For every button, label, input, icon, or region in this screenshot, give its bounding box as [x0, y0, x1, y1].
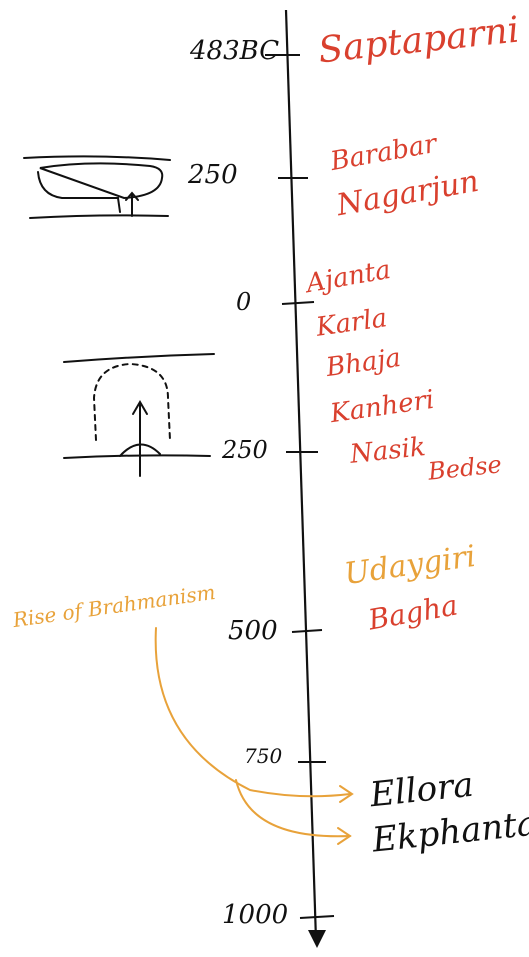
tick-label-750: 750 — [244, 744, 283, 768]
timeline-arrowhead — [308, 930, 326, 948]
tick-mark-500 — [291, 629, 323, 633]
tick-label-250bc: 250 — [188, 160, 238, 190]
tick-label-500: 500 — [228, 616, 278, 646]
tick-label-483bc: 483BC — [190, 36, 280, 66]
timeline-axis — [284, 9, 318, 941]
brahmanism-influence-arrows — [154, 627, 354, 845]
tick-label-0: 0 — [236, 288, 252, 316]
tick-mark-0 — [281, 301, 315, 305]
chaitya-arch-sketch-icon — [63, 353, 215, 477]
rock-cut-cave-sketch-icon — [23, 155, 171, 219]
tick-mark-1000 — [299, 915, 335, 919]
tick-label-250ad: 250 — [222, 436, 268, 464]
tick-label-1000: 1000 — [222, 900, 289, 930]
